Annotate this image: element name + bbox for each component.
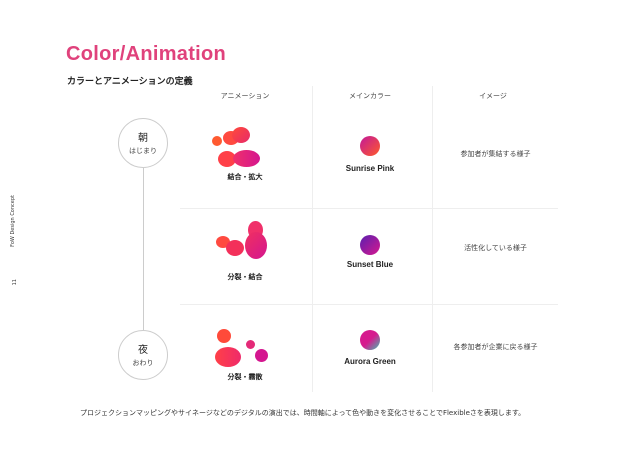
timeline-line bbox=[143, 168, 144, 330]
page-number: 11 bbox=[12, 279, 18, 286]
image-description: 各参加者が企業に戻る様子 bbox=[453, 343, 538, 351]
timeline-night: 夜 おわり bbox=[118, 330, 168, 380]
timeline-label: はじまり bbox=[129, 147, 157, 155]
document-name: FoW Design Concept bbox=[10, 195, 16, 247]
timeline-kanji: 朝 bbox=[138, 133, 148, 144]
animation-label: 分裂・霧散 bbox=[227, 373, 263, 381]
timeline-morning: 朝 はじまり bbox=[118, 118, 168, 168]
column-divider bbox=[432, 86, 433, 392]
column-header-image: イメージ bbox=[479, 92, 507, 100]
timeline-kanji: 夜 bbox=[138, 345, 148, 356]
footer-description: プロジェクションマッピングやサイネージなどのデジタルの演出では、時間軸によって色… bbox=[80, 409, 526, 417]
row-divider bbox=[180, 208, 558, 209]
image-description: 参加者が集結する様子 bbox=[460, 150, 531, 158]
animation-label: 結合・拡大 bbox=[227, 173, 263, 181]
color-swatch-aurora-green bbox=[360, 330, 380, 350]
row-divider bbox=[180, 304, 558, 305]
color-swatch-sunrise-pink bbox=[360, 136, 380, 156]
column-header-main-color: メインカラー bbox=[349, 92, 391, 100]
timeline-label: おわり bbox=[132, 359, 154, 367]
color-name: Sunrise Pink bbox=[345, 164, 395, 173]
column-divider bbox=[312, 86, 313, 392]
section-subtitle: カラーとアニメーションの定義 bbox=[67, 77, 193, 87]
animation-label: 分裂・結合 bbox=[227, 273, 263, 281]
image-description: 活性化している様子 bbox=[464, 244, 527, 252]
page-title: Color/Animation bbox=[66, 43, 227, 65]
color-name: Sunset Blue bbox=[346, 260, 394, 269]
color-swatch-sunset-blue bbox=[360, 235, 380, 255]
color-name: Aurora Green bbox=[344, 357, 396, 366]
column-header-animation: アニメーション bbox=[220, 92, 270, 100]
